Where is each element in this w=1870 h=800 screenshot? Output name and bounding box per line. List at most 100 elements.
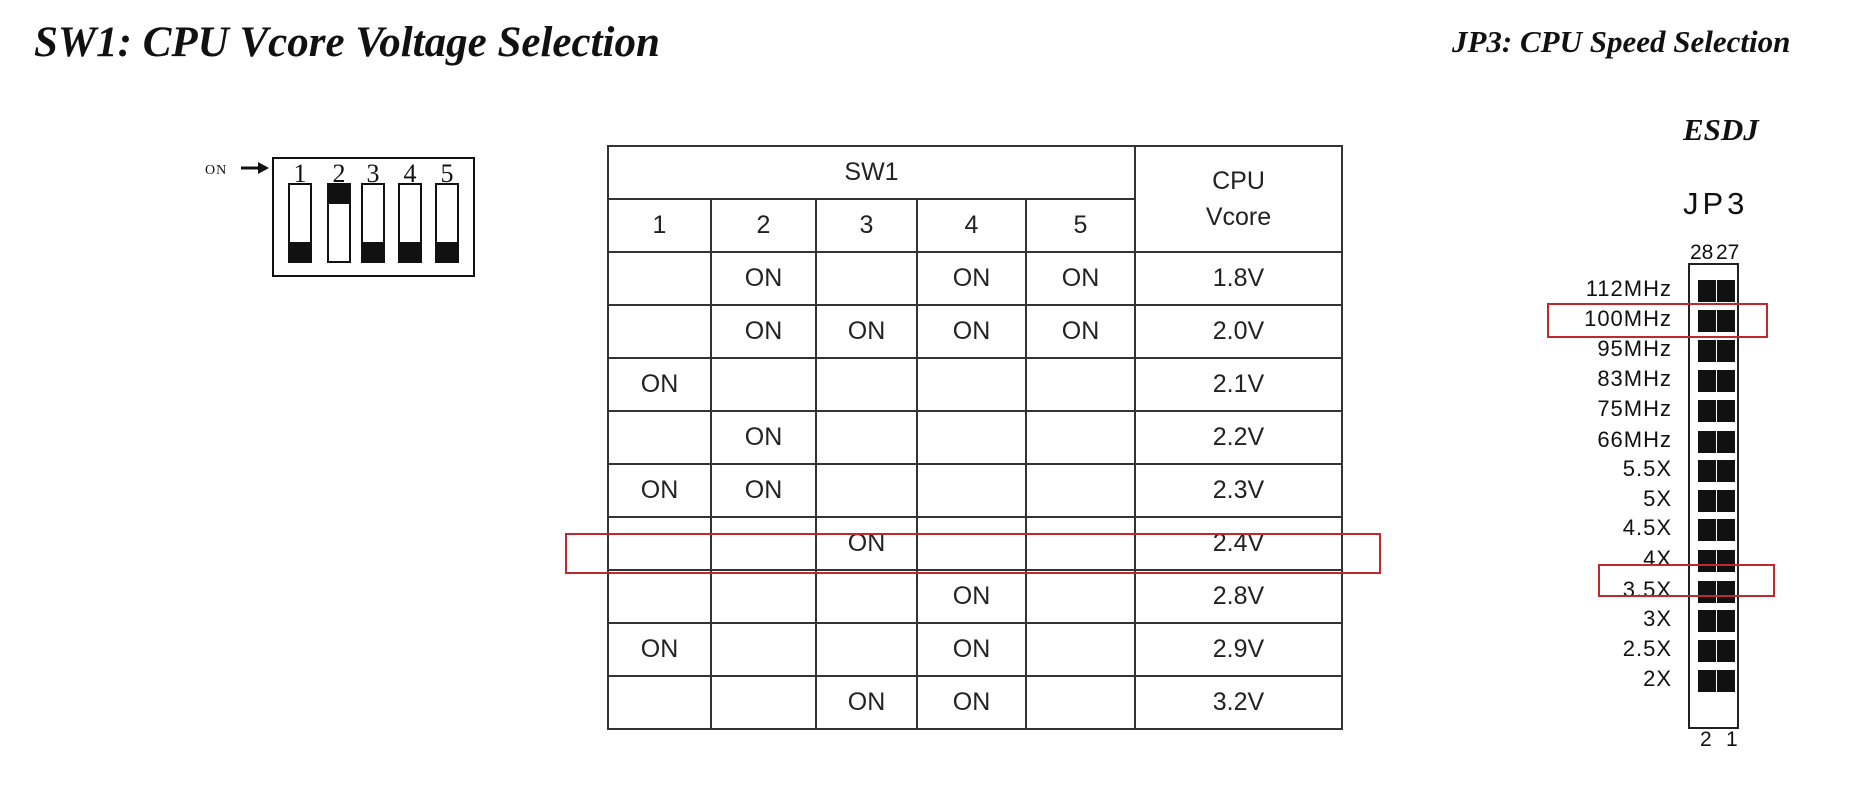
switch-state-cell [607,516,712,571]
board-model-label: ESDJ [1683,112,1759,147]
dip-switch-number: 4 [403,159,417,188]
dip-switch-number: 1 [293,159,307,188]
dip-switch-knob [329,185,349,204]
switch-column-header: 4 [916,198,1027,253]
switch-state-cell [815,251,918,306]
jumper-pin [1717,640,1735,662]
switch-state-cell [1025,410,1136,465]
jp3-setting-label: 3.5X [1622,577,1672,602]
dip-switch-2[interactable] [327,183,351,263]
jumper-pin [1717,550,1735,572]
pin-number-27: 27 [1716,241,1740,264]
vcore-value-cell: 2.4V [1134,516,1343,571]
jp3-label: JP3 [1683,186,1749,221]
switch-state-cell [607,410,712,465]
jp3-setting-label: 75MHz [1597,396,1672,421]
switch-state-cell: ON [916,251,1027,306]
jp3-setting-label: 83MHz [1597,366,1672,391]
dip-on-label: ON [205,163,228,178]
jp3-setting-label: 100MHz [1584,306,1672,331]
switch-state-cell [1025,675,1136,730]
vcore-value-cell: 2.1V [1134,357,1343,412]
switch-state-cell: ON [916,569,1027,624]
switch-state-cell: ON [710,463,817,518]
jumper-pin [1717,340,1735,362]
switch-state-cell: ON [1025,251,1136,306]
jumper-pin [1698,280,1716,302]
pin-number-1: 1 [1726,728,1738,751]
switch-state-cell [710,622,817,677]
jp3-highlight-box [1598,564,1775,597]
switch-state-cell [607,304,712,359]
jumper-pin [1698,550,1716,572]
switch-column-header: 3 [815,198,918,253]
jumper-pin [1698,431,1716,453]
jumper-pin [1717,581,1735,603]
switch-state-cell [1025,622,1136,677]
dip-switch-1[interactable] [288,183,312,263]
vcore-value-cell: 2.2V [1134,410,1343,465]
vcore-value-cell: 2.0V [1134,304,1343,359]
switch-state-cell: ON [607,463,712,518]
jumper-pin [1698,581,1716,603]
jp3-setting-label: 4.5X [1622,515,1672,540]
jumper-pin [1698,490,1716,512]
vcore-value-cell: 3.2V [1134,675,1343,730]
dip-switch-4[interactable] [398,183,422,263]
vcore-value-cell: 2.9V [1134,622,1343,677]
dip-switch-knob [363,242,383,261]
switch-state-cell: ON [710,410,817,465]
jp3-section-title: JP3: CPU Speed Selection [1452,24,1791,59]
vcore-value-cell: 2.8V [1134,569,1343,624]
switch-state-cell [1025,516,1136,571]
dip-switch-3[interactable] [361,183,385,263]
jumper-pin [1698,370,1716,392]
switch-state-cell [1025,357,1136,412]
switch-state-cell [815,622,918,677]
pin-number-28: 28 [1690,241,1714,264]
switch-state-cell [815,357,918,412]
switch-state-cell: ON [607,622,712,677]
switch-state-cell: ON [1025,304,1136,359]
page-title: SW1: CPU Vcore Voltage Selection [34,19,660,66]
jp3-setting-label: 112MHz [1585,276,1672,301]
jumper-pin [1698,519,1716,541]
dip-switch-number: 2 [332,159,346,188]
dip-switch-knob [290,242,310,261]
switch-state-cell [916,463,1027,518]
dip-switch-number: 5 [440,159,454,188]
jp3-setting-label: 4X [1643,546,1672,571]
pin-number-2: 2 [1700,728,1712,751]
switch-column-header: 5 [1025,198,1136,253]
jumper-pin [1717,431,1735,453]
switch-state-cell [710,516,817,571]
dip-switch-number: 3 [366,159,380,188]
dip-switch-5[interactable] [435,183,459,263]
switch-state-cell [1025,463,1136,518]
jumper-pin [1717,670,1735,692]
switch-state-cell [916,357,1027,412]
switch-state-cell [607,675,712,730]
jp3-setting-label: 2.5X [1622,636,1672,661]
jumper-pin [1698,610,1716,632]
table-row: ON 2.8V [607,569,1343,624]
switch-state-cell [916,516,1027,571]
jumper-pin [1698,400,1716,422]
switch-state-cell [710,357,817,412]
arrow-right-icon [241,162,269,174]
switch-state-cell: ON [815,304,918,359]
switch-state-cell [815,569,918,624]
jumper-pin [1698,460,1716,482]
jumper-pin [1717,280,1735,302]
switch-state-cell: ON [916,304,1027,359]
jumper-pin [1717,610,1735,632]
switch-state-cell [710,569,817,624]
switch-state-cell [916,410,1027,465]
